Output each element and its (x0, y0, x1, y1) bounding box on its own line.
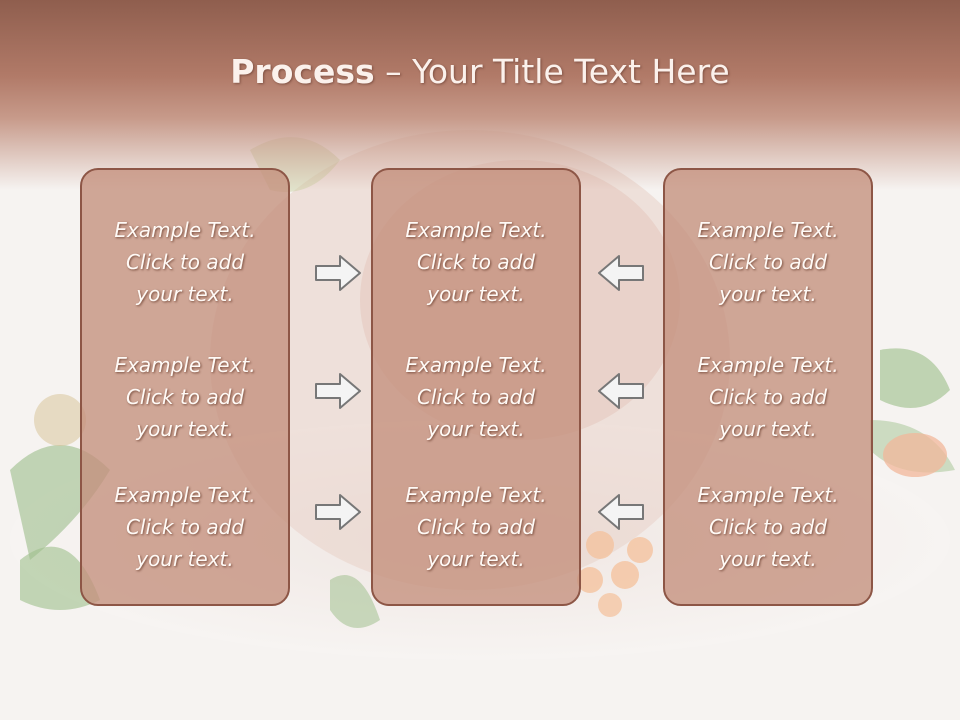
process-box-center[interactable]: Example Text. Click to add your text. Ex… (371, 168, 581, 606)
text-line: Example Text. (405, 353, 547, 377)
text-line: Click to add (708, 250, 828, 274)
text-block[interactable]: Example Text. Click to add your text. (373, 214, 579, 310)
text-block[interactable]: Example Text. Click to add your text. (373, 349, 579, 445)
text-line: your text. (427, 282, 525, 306)
text-line: your text. (136, 417, 234, 441)
text-line: your text. (719, 282, 817, 306)
text-block[interactable]: Example Text. Click to add your text. (665, 349, 871, 445)
right-arrow-icon (315, 255, 361, 291)
left-arrow-icon (598, 255, 644, 291)
text-line: your text. (136, 547, 234, 571)
right-arrow-icon (315, 373, 361, 409)
text-line: Click to add (125, 250, 245, 274)
text-block[interactable]: Example Text. Click to add your text. (82, 214, 288, 310)
text-line: Click to add (416, 250, 536, 274)
left-arrow-icon (598, 494, 644, 530)
text-block[interactable]: Example Text. Click to add your text. (665, 214, 871, 310)
text-line: Click to add (416, 385, 536, 409)
text-line: Example Text. (697, 483, 839, 507)
text-line: Click to add (125, 515, 245, 539)
right-arrow-icon (315, 494, 361, 530)
slide-title[interactable]: Process – Your Title Text Here (0, 52, 960, 91)
text-line: Example Text. (405, 218, 547, 242)
text-line: your text. (719, 547, 817, 571)
text-block[interactable]: Example Text. Click to add your text. (82, 479, 288, 575)
text-line: Click to add (708, 385, 828, 409)
text-block[interactable]: Example Text. Click to add your text. (82, 349, 288, 445)
text-line: your text. (719, 417, 817, 441)
text-line: Click to add (708, 515, 828, 539)
text-line: Example Text. (697, 353, 839, 377)
text-line: Click to add (125, 385, 245, 409)
text-line: Example Text. (405, 483, 547, 507)
text-line: your text. (427, 417, 525, 441)
title-bold: Process (230, 52, 375, 91)
text-line: Example Text. (114, 483, 256, 507)
text-line: your text. (136, 282, 234, 306)
text-line: Click to add (416, 515, 536, 539)
text-block[interactable]: Example Text. Click to add your text. (665, 479, 871, 575)
left-arrow-icon (598, 373, 644, 409)
text-block[interactable]: Example Text. Click to add your text. (373, 479, 579, 575)
text-line: Example Text. (114, 218, 256, 242)
title-rest: – Your Title Text Here (374, 52, 730, 91)
text-line: Example Text. (114, 353, 256, 377)
text-line: Example Text. (697, 218, 839, 242)
process-box-left[interactable]: Example Text. Click to add your text. Ex… (80, 168, 290, 606)
process-box-right[interactable]: Example Text. Click to add your text. Ex… (663, 168, 873, 606)
text-line: your text. (427, 547, 525, 571)
title-band (0, 0, 960, 190)
